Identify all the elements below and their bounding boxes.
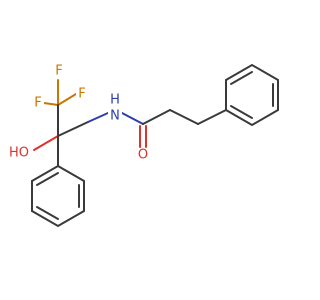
bond-cq-oh (33, 135, 59, 151)
backbone (33, 104, 227, 167)
amine-h-label: H (110, 93, 120, 108)
fluorine-label-top-right: F (78, 87, 85, 102)
ring-lower-double-1 (36, 172, 59, 186)
molecule-diagram: F F F HO H N O (8, 63, 279, 228)
ring-upper-outline (225, 63, 279, 127)
carbonyl-oxygen-label: O (138, 148, 148, 163)
ring-upper-double-3 (230, 105, 253, 119)
hydroxyl-label: HO (9, 146, 29, 161)
bond-cq-ch2 (57, 121, 89, 137)
bond-n-co (121, 112, 144, 125)
fluorine-label-left: F (34, 96, 41, 111)
ring-upper-double-1 (230, 71, 253, 85)
bond-c-f-right (57, 93, 77, 106)
bond-co-ch2a (142, 109, 171, 125)
phenyl-ring-lower (31, 164, 85, 228)
phenyl-ring-upper (225, 63, 279, 127)
fluorine-label-top-left: F (55, 64, 62, 79)
ring-lower-outline (31, 164, 85, 228)
bond-c-f-left (43, 102, 59, 106)
bond-ch2-n (87, 112, 109, 123)
cf3-group (43, 79, 77, 106)
structure-svg: F F F HO H N O (8, 63, 279, 228)
bond-ch2a-ch2b (169, 109, 199, 125)
ring-lower-double-3 (36, 206, 59, 220)
atom-labels: F F F HO H N O (8, 64, 150, 163)
bond-ch2b-ring2 (197, 109, 227, 125)
amine-n-label: N (110, 109, 120, 124)
